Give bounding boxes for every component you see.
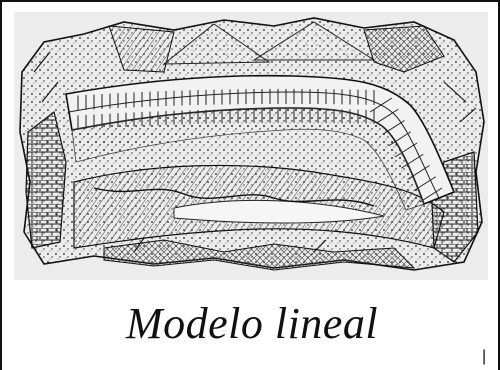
linear-model-illustration <box>14 12 488 280</box>
caption: Modelo lineal <box>2 298 500 349</box>
corner-mark: | <box>482 348 486 366</box>
